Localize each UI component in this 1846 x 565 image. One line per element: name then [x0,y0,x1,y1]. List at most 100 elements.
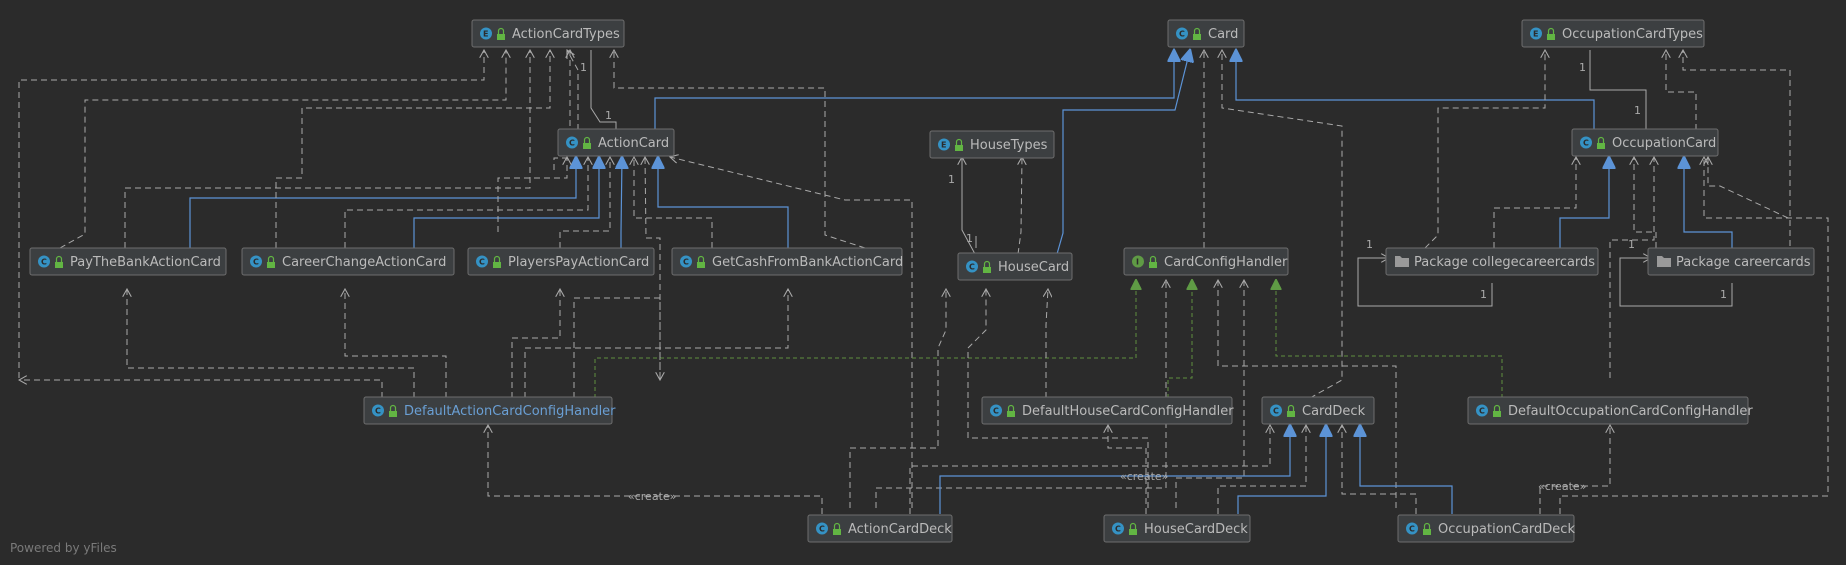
edge-defaulthouse-implements [1167,280,1192,398]
edge-occ-deps-types-1 [1666,50,1697,130]
lock-icon [389,404,397,417]
edge-defaulthouse-housecard [1046,289,1048,398]
class-icon [990,404,1002,417]
node-house-card-deck[interactable]: C HouseCardDeck [1103,514,1251,543]
node-package-collegecareercards[interactable]: Package collegecareercards [1385,247,1599,276]
lock-icon [1287,404,1295,417]
node-package-careercards[interactable]: Package careercards [1647,247,1815,276]
interface-icon [1132,255,1144,268]
edge-occ-uses-types [1589,50,1650,142]
edge-create-house [1108,425,1147,514]
lock-icon [955,138,963,151]
svg-text:HouseTypes: HouseTypes [970,138,1048,153]
edge-deps-types-3 [124,50,530,248]
class-icon [1476,404,1488,417]
multiplicity: 1 [1628,238,1635,251]
svg-text:C: C [253,258,259,267]
lock-icon [833,522,841,535]
lock-icon [55,255,63,268]
svg-text:OccupationCard: OccupationCard [1612,136,1716,151]
edges [19,50,1829,514]
svg-text:GetCashFromBankActionCard: GetCashFromBankActionCard [712,255,903,270]
lock-icon [493,255,501,268]
node-default-action-card-config-handler[interactable]: C DefaultActionCardConfigHandler [363,396,616,425]
edge-paythebank-extends-actioncard [189,157,576,248]
abstract-class-icon [1270,404,1282,417]
node-career-change-action-card[interactable]: C CareerChangeActionCard [241,247,455,276]
node-card[interactable]: C Card [1167,19,1245,48]
svg-text:HouseCard: HouseCard [998,260,1069,275]
edge-career-extends-occupation [1684,157,1733,248]
node-card-config-handler[interactable]: I CardConfigHandler [1123,247,1289,276]
edge-career-self [1619,258,1733,307]
edge-deps-actioncard-3 [559,157,610,248]
multiplicity: 1 [966,232,973,245]
edge-deps-actioncard-2 [344,157,588,248]
svg-text:C: C [1273,407,1279,416]
edge-housecard-uses-housetypes [962,157,976,255]
svg-text:OccupationCardDeck: OccupationCardDeck [1438,522,1575,537]
node-action-card[interactable]: C ActionCard [557,128,675,157]
lock-icon [497,27,505,40]
edge-getcash-extends-actioncard [658,157,789,248]
svg-text:E: E [1533,30,1538,39]
node-get-cash-from-bank-action-card[interactable]: C GetCashFromBankActionCard [671,247,903,276]
lock-icon [697,255,705,268]
svg-text:PlayersPayActionCard: PlayersPayActionCard [508,255,649,270]
node-action-card-deck[interactable]: C ActionCardDeck [807,514,953,543]
node-default-house-card-config-handler[interactable]: C DefaultHouseCardConfigHandler [981,396,1234,425]
enum-icon [480,27,492,40]
svg-text:C: C [819,525,825,534]
node-occupation-card-types[interactable]: E OccupationCardTypes [1521,19,1705,48]
node-pay-the-bank-action-card[interactable]: C PayTheBankActionCard [29,247,227,276]
edge-occdeck-dep-carddeck [1342,425,1417,514]
node-house-types[interactable]: E HouseTypes [929,130,1055,159]
node-card-deck[interactable]: C CardDeck [1261,396,1375,425]
svg-text:C: C [969,263,975,272]
multiplicity: 1 [605,109,612,122]
edge-defaultaction-dep-6 [573,297,660,398]
node-default-occupation-card-config-handler[interactable]: C DefaultOccupationCardConfigHandler [1467,396,1753,425]
class-icon [966,260,978,273]
edge-occdeck-cch [1218,280,1397,508]
lock-icon [267,255,275,268]
svg-text:C: C [683,258,689,267]
multiplicity: 1 [1579,61,1586,74]
edge-actioncarddeck-housecard [849,289,946,508]
enum-icon [1530,27,1542,40]
svg-text:E: E [483,30,488,39]
edge-occ-deps-1 [1493,157,1576,248]
abstract-class-icon [566,136,578,149]
node-occupation-card-deck[interactable]: C OccupationCardDeck [1397,514,1575,543]
svg-text:ActionCardDeck: ActionCardDeck [848,522,952,537]
svg-text:C: C [41,258,47,267]
edge-housedeck-cch [1175,280,1244,508]
svg-text:DefaultHouseCardConfigHandler: DefaultHouseCardConfigHandler [1022,404,1234,419]
node-house-card[interactable]: C HouseCard [957,252,1073,281]
lock-icon [1129,522,1137,535]
class-icon [476,255,488,268]
svg-text:Package careercards: Package careercards [1676,255,1811,270]
node-players-pay-action-card[interactable]: C PlayersPayActionCard [467,247,655,276]
edge-actiondeck-dep-carddeck [909,425,1270,514]
edge-create-action [488,425,823,514]
node-action-card-types[interactable]: E ActionCardTypes [471,19,625,48]
edge-deps-types-2 [59,50,506,249]
edge-actioncard-extends-card [654,50,1174,130]
edge-housecarddeck-housecard [967,289,1149,508]
enum-icon [938,138,950,151]
edge-careerchange-extends-actioncard [621,157,622,248]
multiplicity: 1 [1720,288,1727,301]
svg-text:ActionCard: ActionCard [598,136,669,151]
edge-deps-actioncard-6 [645,157,661,380]
lock-icon [1493,404,1501,417]
edge-deps-actioncard-1 [497,157,567,232]
edge-housedeck-extends-carddeck [1237,425,1326,514]
edge-deps-types-7 [567,50,579,130]
class-icon [1406,522,1418,535]
node-occupation-card[interactable]: C OccupationCard [1571,128,1719,157]
svg-text:DefaultOccupationCardConfigHan: DefaultOccupationCardConfigHandler [1508,404,1753,419]
lock-icon [583,136,591,149]
class-icon [38,255,50,268]
lock-icon [1149,255,1157,268]
